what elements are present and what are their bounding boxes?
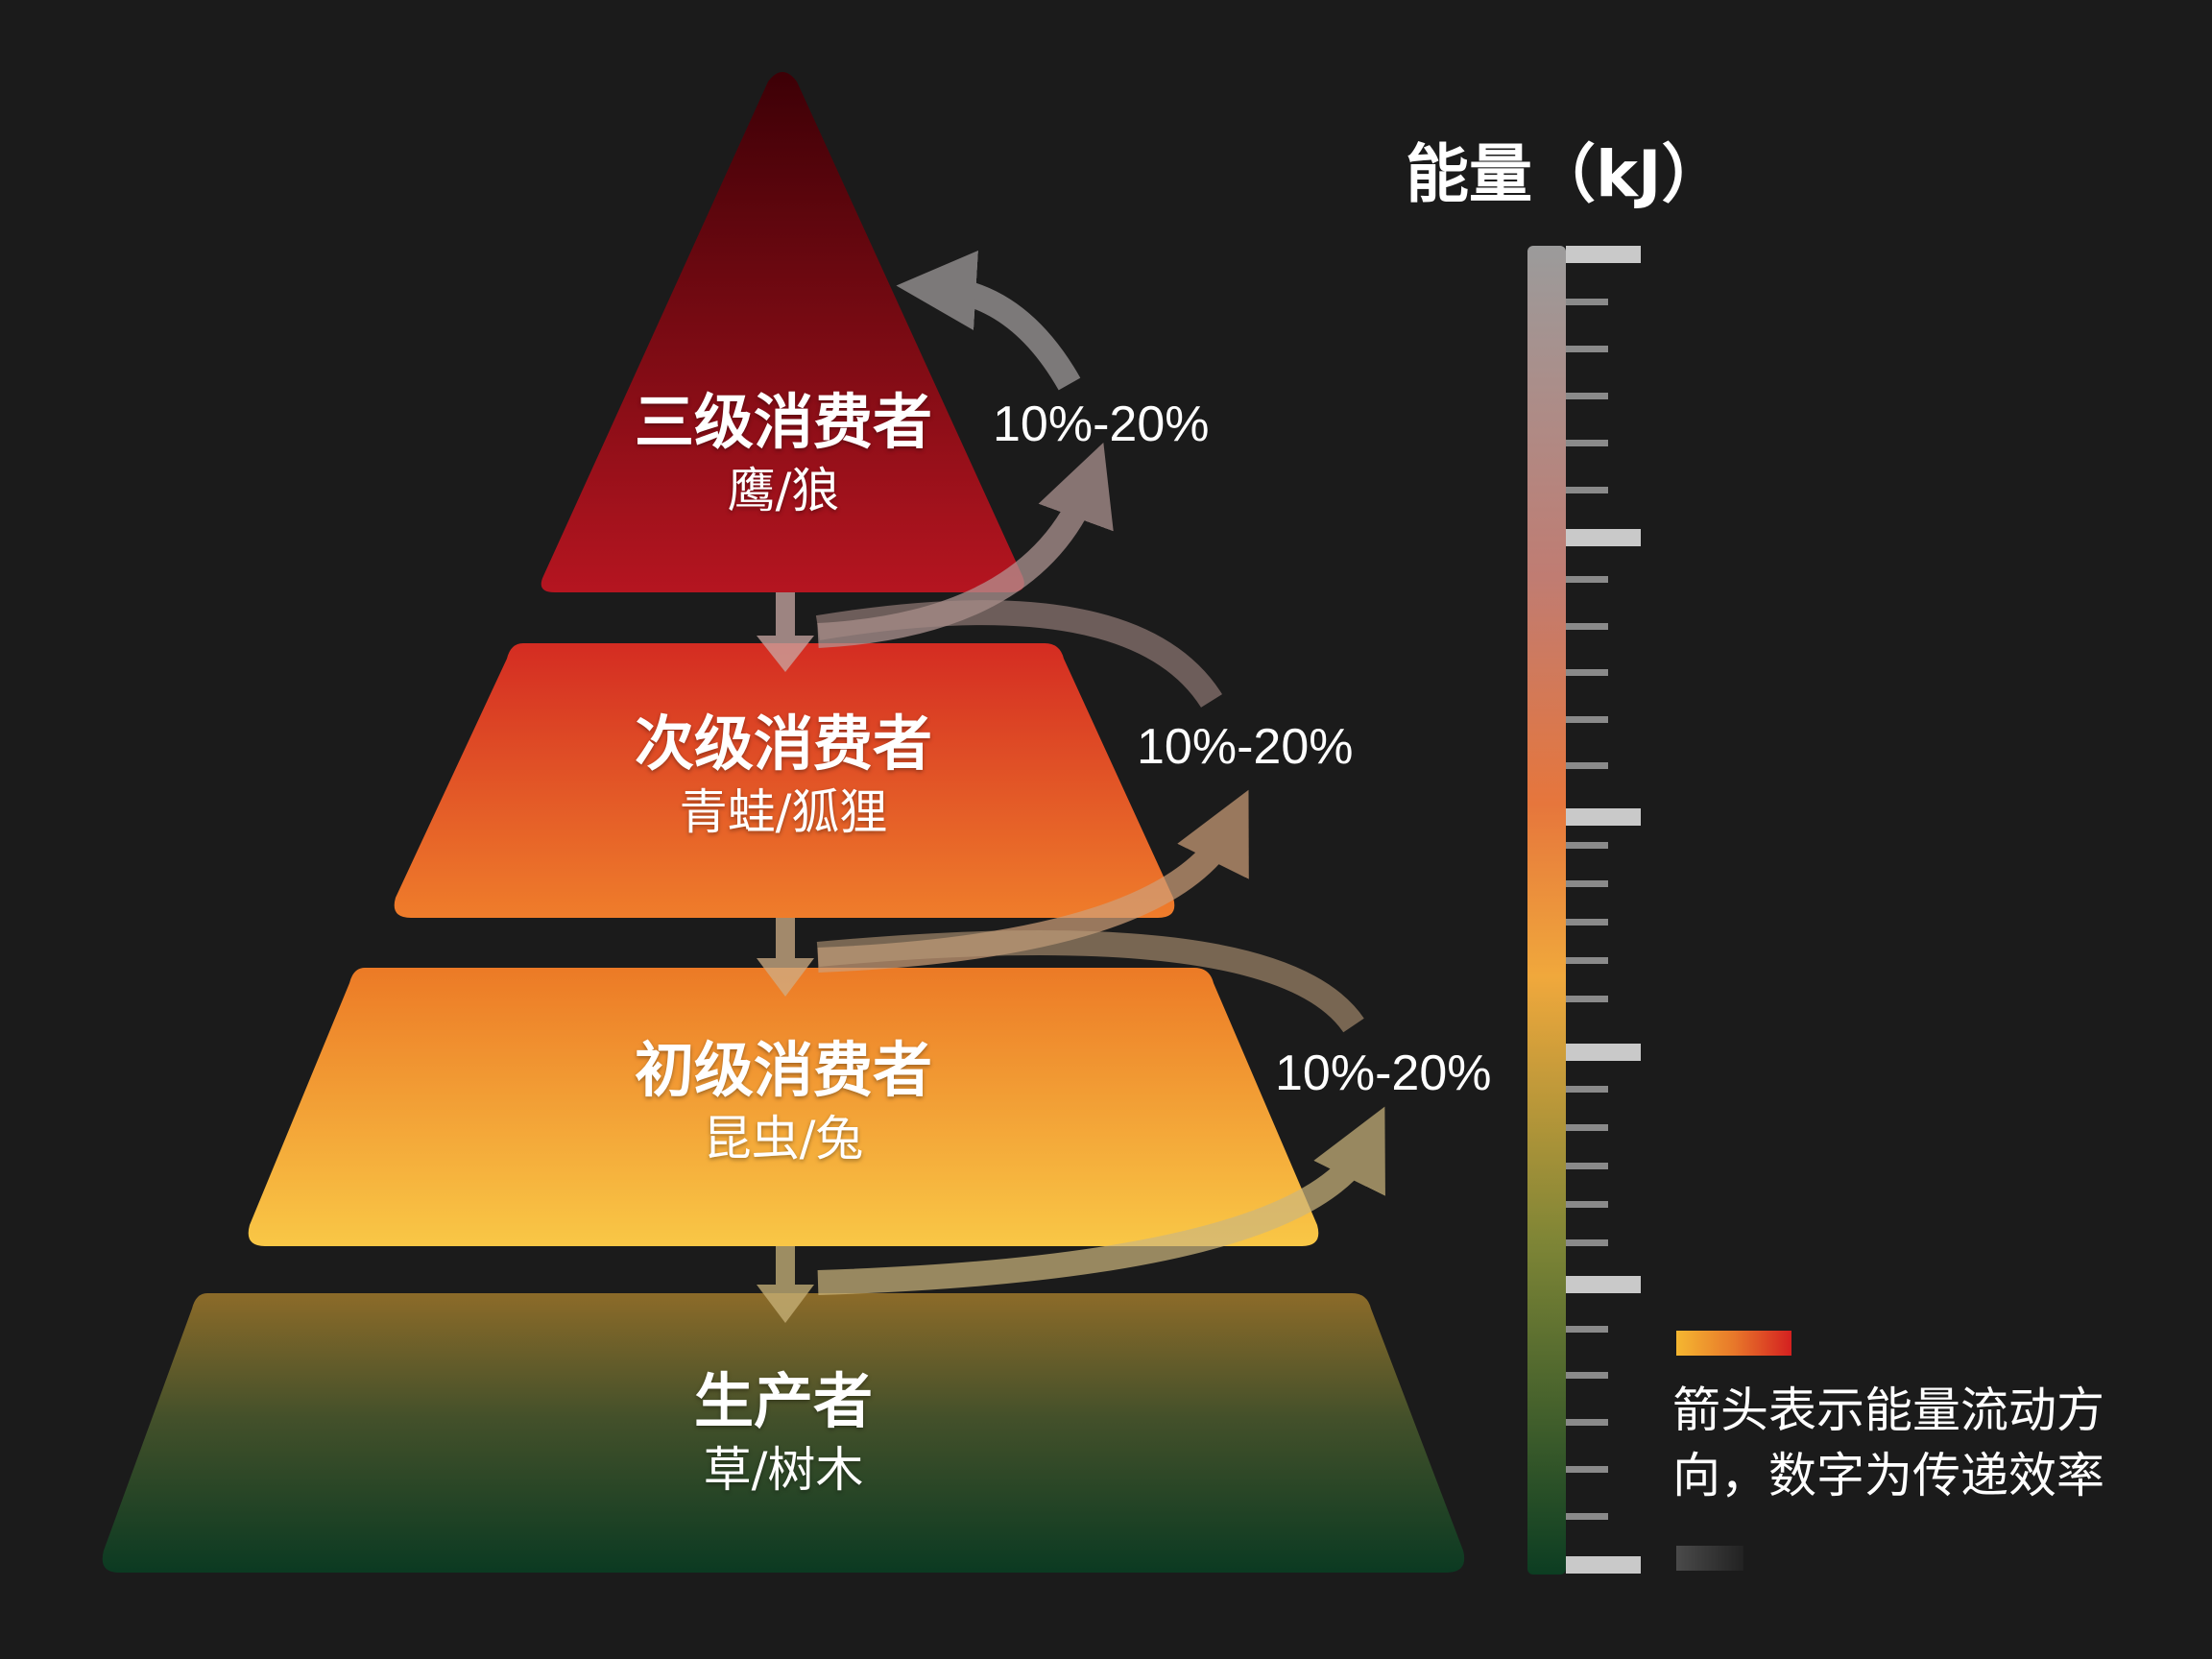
layer-producer-shape <box>102 1293 1465 1573</box>
layer-secondary-shape <box>394 643 1175 918</box>
major-ticks <box>1566 246 1641 1574</box>
layer-primary-shape <box>248 968 1319 1246</box>
down-arrows <box>757 592 814 1323</box>
layer-title: 三级消费者 <box>634 387 933 457</box>
layer-tertiary: 三级消费者 鹰/狼 <box>635 386 932 522</box>
layer-primary: 初级消费者 昆虫/兔 <box>635 1034 932 1170</box>
layer-tertiary-shape <box>541 72 1024 592</box>
layer-secondary: 次级消费者 青蛙/狐狸 <box>635 708 932 844</box>
transfer-rate-label: 10%-20% <box>993 397 1210 452</box>
layer-producer: 生产者 草/树木 <box>694 1365 873 1502</box>
layer-examples: 草/树木 <box>703 1442 864 1498</box>
layer-examples: 昆虫/兔 <box>703 1111 864 1166</box>
layer-title: 初级消费者 <box>634 1035 933 1105</box>
transfer-arrows <box>815 250 1385 1295</box>
layer-title: 次级消费者 <box>634 709 933 779</box>
energy-scale <box>1527 246 1641 1575</box>
transfer-rate-label: 10%-20% <box>1137 719 1354 775</box>
transfer-rate-label: 10%-20% <box>1275 1046 1492 1101</box>
legend-swatch-dark <box>1676 1546 1743 1571</box>
layer-examples: 青蛙/狐狸 <box>679 784 888 840</box>
legend-swatch <box>1676 1331 1791 1356</box>
minor-ticks <box>1566 299 1608 1520</box>
energy-axis-title: 能量（kJ） <box>1406 137 1725 211</box>
legend-text: 箭头表示能量流动方向，数字为传递效率 <box>1672 1382 2104 1503</box>
layer-title: 生产者 <box>693 1366 874 1436</box>
layer-examples: 鹰/狼 <box>727 463 840 518</box>
